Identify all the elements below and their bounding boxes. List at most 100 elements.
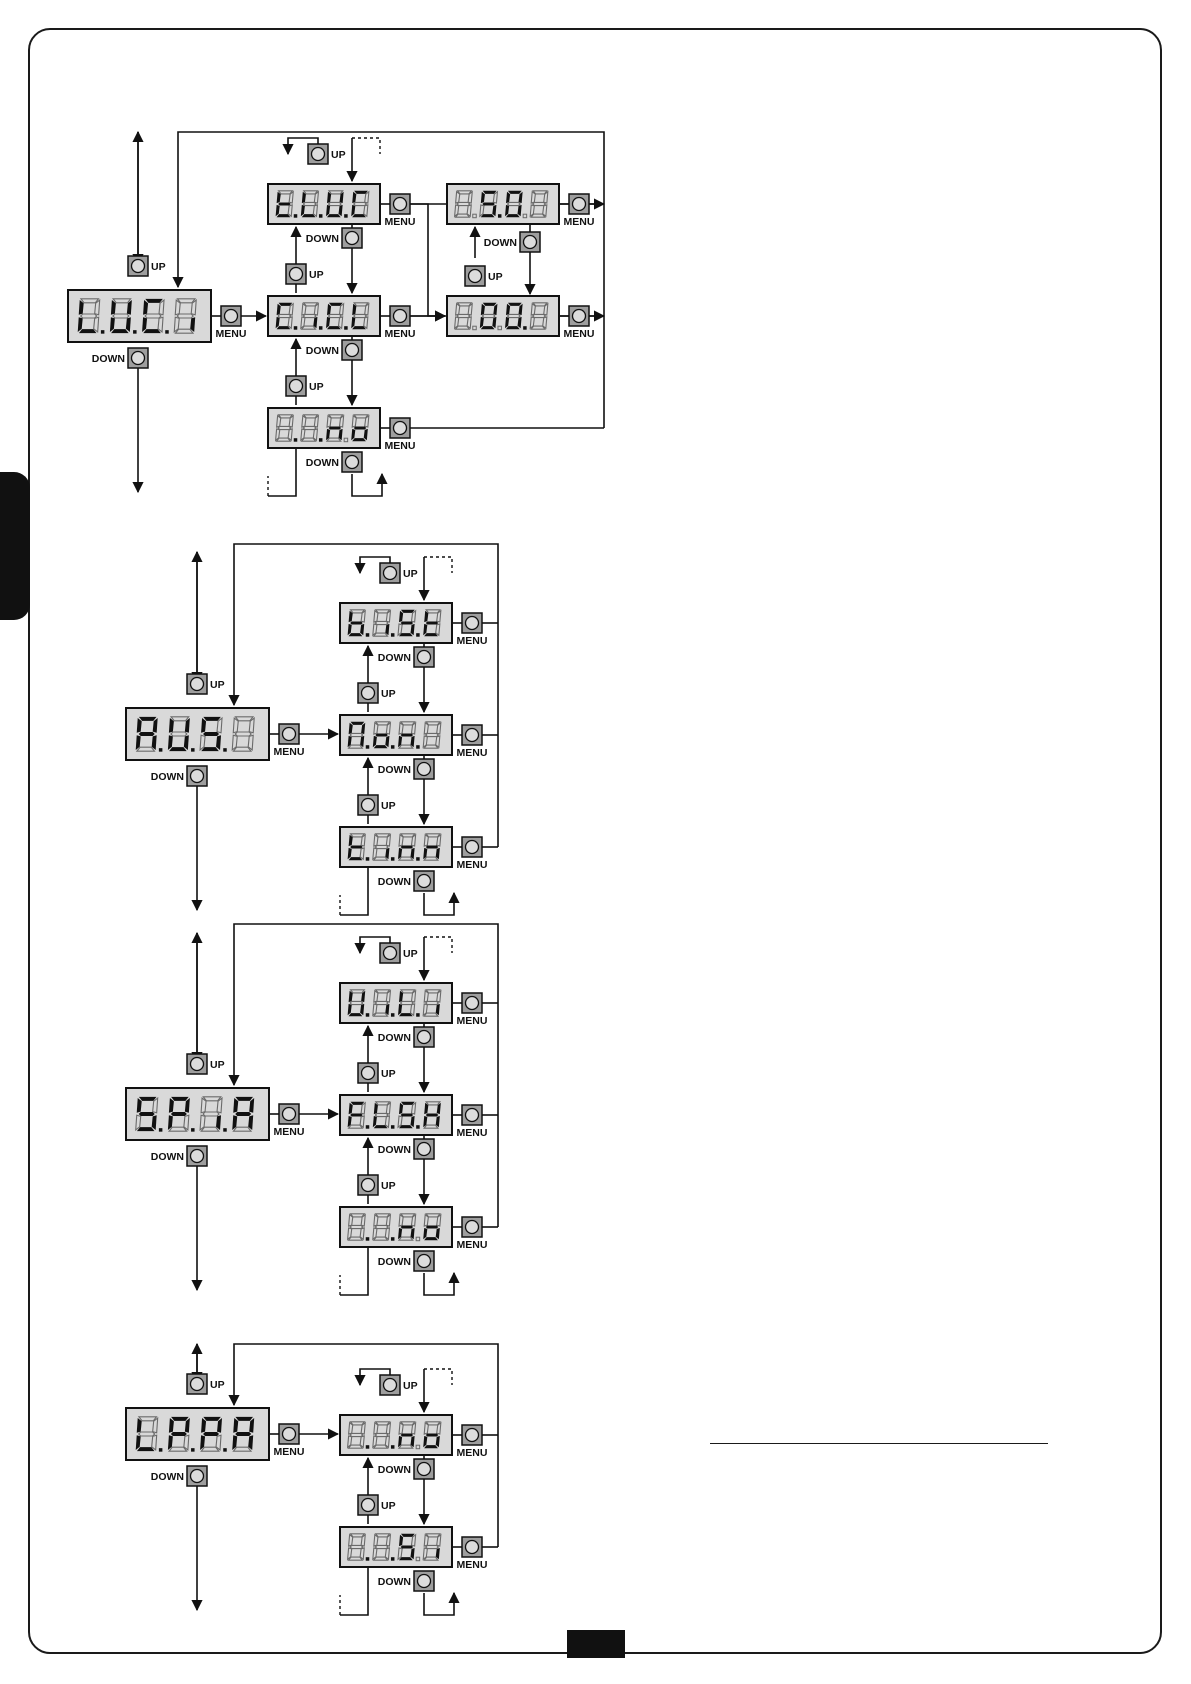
spia-up-button-1-label: UP: [381, 1180, 396, 1192]
aus-up-button-1[interactable]: [358, 795, 378, 815]
aus-up-button-0-label: UP: [381, 688, 396, 700]
luci-up-button[interactable]: [128, 256, 148, 276]
spia-option-2-display: [340, 1207, 452, 1247]
luci-up-button-0[interactable]: [286, 264, 306, 284]
aus-option-2-menu-button[interactable]: [462, 837, 482, 857]
luci-value-0-menu-button-label: MENU: [564, 216, 595, 228]
luci-option-1-menu-button-label: MENU: [385, 328, 416, 340]
lpp-top-up-button-label: UP: [403, 1380, 418, 1392]
lpp-down-button[interactable]: [187, 1466, 207, 1486]
spia-down-button-0-label: DOWN: [378, 1032, 411, 1044]
aus-up-button-0[interactable]: [358, 683, 378, 703]
spia-top-up-button-label: UP: [403, 948, 418, 960]
aus-bottom-down-button[interactable]: [414, 871, 434, 891]
aus-option-2-display: [340, 827, 452, 867]
luci-option-2-menu-button[interactable]: [390, 418, 410, 438]
aus-down-button-0-label: DOWN: [378, 652, 411, 664]
luci-down-button-0[interactable]: [342, 228, 362, 248]
luci-menu-button[interactable]: [221, 306, 241, 326]
luci-option-2-menu-button-label: MENU: [385, 440, 416, 452]
luci-option-0-display: [268, 184, 380, 224]
lpp-option-1-menu-button[interactable]: [462, 1537, 482, 1557]
spia-down-button-1-label: DOWN: [378, 1144, 411, 1156]
aus-option-1-display: [340, 715, 452, 755]
lpp-up-button[interactable]: [187, 1374, 207, 1394]
aus-bottom-down-button-label: DOWN: [378, 876, 411, 888]
aus-up-button[interactable]: [187, 674, 207, 694]
lpp-top-up-button[interactable]: [380, 1375, 400, 1395]
spia-bottom-down-button[interactable]: [414, 1251, 434, 1271]
luci-top-up-button-label: UP: [331, 149, 346, 161]
spia-option-2-menu-button-label: MENU: [457, 1239, 488, 1251]
aus-option-0-display: [340, 603, 452, 643]
aus-main-display: [126, 708, 269, 760]
aus-option-0-menu-button-label: MENU: [457, 635, 488, 647]
spia-up-button-0-label: UP: [381, 1068, 396, 1080]
lpp-option-1-menu-button-label: MENU: [457, 1559, 488, 1571]
spia-option-0-menu-button[interactable]: [462, 993, 482, 1013]
aus-option-1-menu-button[interactable]: [462, 725, 482, 745]
spia-menu-button-label: MENU: [274, 1126, 305, 1138]
spia-menu-button[interactable]: [279, 1104, 299, 1124]
luci-value-0-display: [447, 184, 559, 224]
lpp-down-button-0[interactable]: [414, 1459, 434, 1479]
spia-down-button-label: DOWN: [151, 1151, 184, 1163]
aus-menu-button[interactable]: [279, 724, 299, 744]
spia-down-button-0[interactable]: [414, 1027, 434, 1047]
lpp-up-button-0[interactable]: [358, 1495, 378, 1515]
spia-top-up-button[interactable]: [380, 943, 400, 963]
lpp-menu-button[interactable]: [279, 1424, 299, 1444]
lpp-down-button-label: DOWN: [151, 1471, 184, 1483]
luci-value-1-menu-button-label: MENU: [564, 328, 595, 340]
luci-down-button-1-label: DOWN: [306, 345, 339, 357]
luci-option-2-display: [268, 408, 380, 448]
spia-down-button-1[interactable]: [414, 1139, 434, 1159]
luci-down-button-label: DOWN: [92, 353, 125, 365]
luci-up-button-1[interactable]: [286, 376, 306, 396]
luci-up-button-1-label: UP: [309, 381, 324, 393]
luci-down-button-0-label: DOWN: [306, 233, 339, 245]
lpp-bottom-down-button[interactable]: [414, 1571, 434, 1591]
spia-option-1-display: [340, 1095, 452, 1135]
spia-bottom-down-button-label: DOWN: [378, 1256, 411, 1268]
spia-up-button-0[interactable]: [358, 1063, 378, 1083]
aus-down-button-0[interactable]: [414, 647, 434, 667]
spia-option-0-display: [340, 983, 452, 1023]
luci-option-0-menu-button[interactable]: [390, 194, 410, 214]
spia-main-display: [126, 1088, 269, 1140]
spia-up-button-1[interactable]: [358, 1175, 378, 1195]
luci-value-up-button[interactable]: [465, 266, 485, 286]
aus-up-button-label: UP: [210, 679, 225, 691]
aus-option-0-menu-button[interactable]: [462, 613, 482, 633]
lpp-option-0-display: [340, 1415, 452, 1455]
luci-value-down-button[interactable]: [520, 232, 540, 252]
luci-menu-button-label: MENU: [216, 328, 247, 340]
luci-bottom-down-button[interactable]: [342, 452, 362, 472]
aus-down-button-1[interactable]: [414, 759, 434, 779]
luci-value-1-menu-button[interactable]: [569, 306, 589, 326]
luci-value-0-menu-button[interactable]: [569, 194, 589, 214]
spia-option-2-menu-button[interactable]: [462, 1217, 482, 1237]
luci-up-button-0-label: UP: [309, 269, 324, 281]
luci-option-0-menu-button-label: MENU: [385, 216, 416, 228]
aus-down-button-label: DOWN: [151, 771, 184, 783]
aus-option-2-menu-button-label: MENU: [457, 859, 488, 871]
luci-down-button-1[interactable]: [342, 340, 362, 360]
lpp-option-0-menu-button[interactable]: [462, 1425, 482, 1445]
spia-option-1-menu-button[interactable]: [462, 1105, 482, 1125]
luci-down-button[interactable]: [128, 348, 148, 368]
luci-value-up-button-label: UP: [488, 271, 503, 283]
spia-down-button[interactable]: [187, 1146, 207, 1166]
spia-up-button[interactable]: [187, 1054, 207, 1074]
luci-main-display: [68, 290, 211, 342]
lpp-bottom-down-button-label: DOWN: [378, 1576, 411, 1588]
luci-option-1-menu-button[interactable]: [390, 306, 410, 326]
aus-menu-button-label: MENU: [274, 746, 305, 758]
aus-down-button[interactable]: [187, 766, 207, 786]
aus-top-up-button[interactable]: [380, 563, 400, 583]
lpp-menu-button-label: MENU: [274, 1446, 305, 1458]
luci-top-up-button[interactable]: [308, 144, 328, 164]
luci-up-button-label: UP: [151, 261, 166, 273]
luci-option-1-display: [268, 296, 380, 336]
